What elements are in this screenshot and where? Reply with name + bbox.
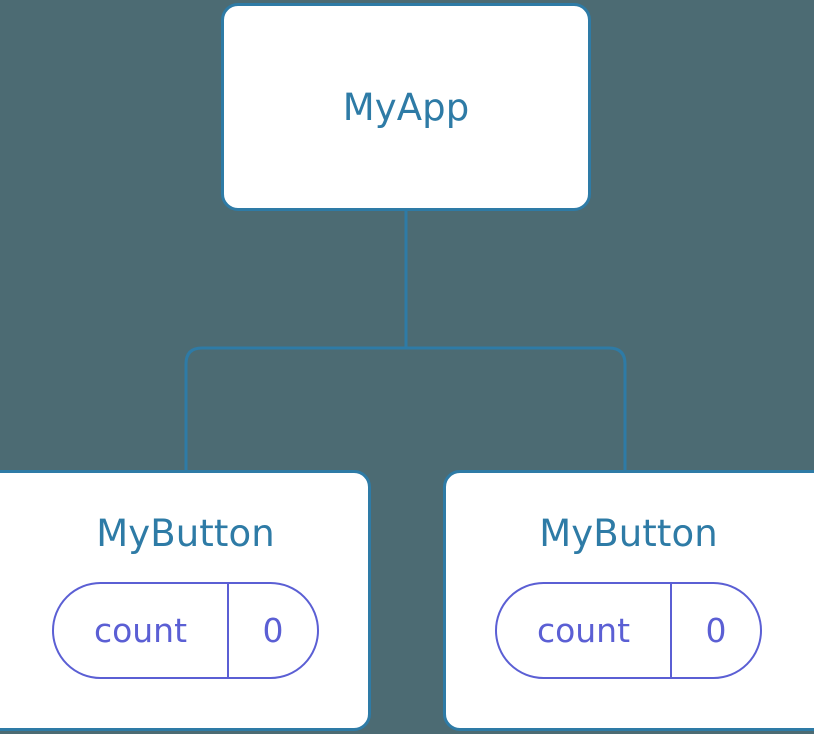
node-child-mybutton-2[interactable]: MyButton count 0 [443,470,814,731]
node-root-label: MyApp [342,85,470,129]
state-pill-count-1[interactable]: count 0 [52,582,319,679]
node-child-1-content: MyButton count 0 [0,515,371,679]
node-child-2-content: MyButton count 0 [443,515,814,679]
state-pill-1-key: count [54,584,229,677]
state-pill-count-2[interactable]: count 0 [495,582,762,679]
node-child-1-label: MyButton [96,512,275,555]
state-pill-2-value: 0 [705,611,727,650]
edge-root-to-child-left [184,346,406,472]
node-child-mybutton-1[interactable]: MyButton count 0 [0,470,371,731]
node-child-2-label: MyButton [539,512,718,555]
node-root-myapp[interactable]: MyApp [221,3,591,211]
edge-root-to-child-right [406,346,627,472]
state-pill-1-value: 0 [262,611,284,650]
state-pill-2-key: count [497,584,672,677]
